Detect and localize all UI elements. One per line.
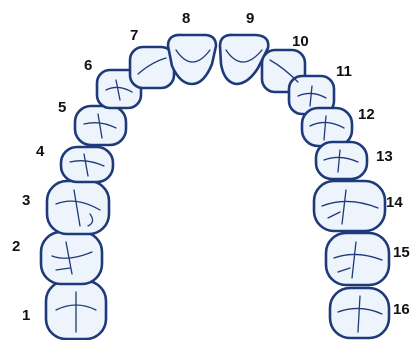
tooth-outlines <box>41 35 389 339</box>
tooth-12 <box>302 108 352 146</box>
tooth-4 <box>61 147 113 182</box>
tooth-label-11: 11 <box>336 63 352 80</box>
tooth-label-3: 3 <box>22 192 30 209</box>
tooth-label-15: 15 <box>393 244 410 261</box>
tooth-label-2: 2 <box>12 238 20 255</box>
tooth-7 <box>130 47 174 88</box>
tooth-label-9: 9 <box>246 10 254 27</box>
tooth-label-5: 5 <box>58 99 66 116</box>
tooth-label-8: 8 <box>182 10 190 27</box>
tooth-label-7: 7 <box>130 27 138 44</box>
tooth-label-4: 4 <box>36 143 45 160</box>
tooth-label-16: 16 <box>393 301 410 318</box>
tooth-label-6: 6 <box>84 57 92 74</box>
tooth-label-13: 13 <box>376 148 393 165</box>
tooth-label-1: 1 <box>22 307 30 324</box>
tooth-3 <box>47 181 109 234</box>
tooth-label-14: 14 <box>386 194 403 211</box>
tooth-label-10: 10 <box>292 33 309 50</box>
tooth-label-12: 12 <box>358 106 375 123</box>
